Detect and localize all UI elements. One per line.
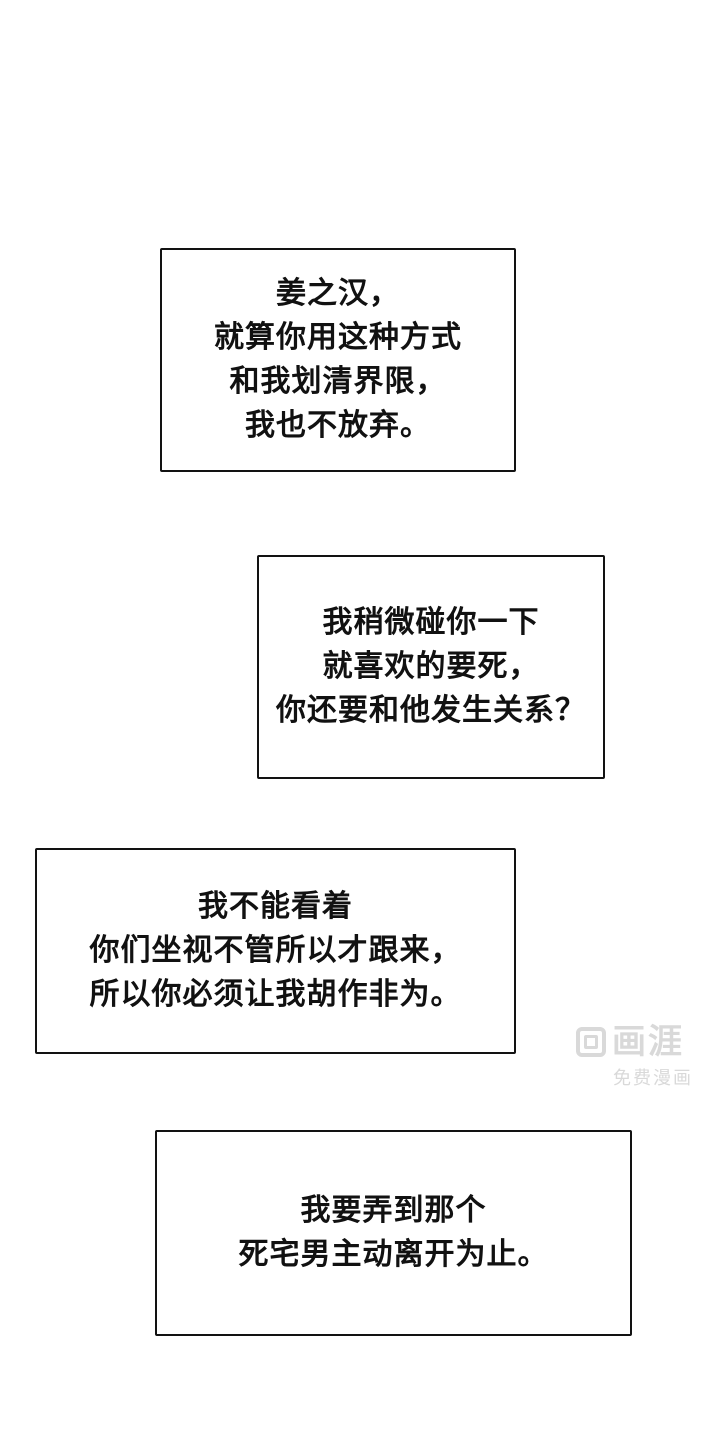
bubble-line: 所以你必须让我胡作非为。 <box>89 978 462 1011</box>
speech-bubble-text: 我不能看着 你们坐视不管所以才跟来， 所以你必须让我胡作非为。 <box>90 885 462 1017</box>
bubble-line: 我不能看着 <box>198 890 353 923</box>
speech-bubble-text: 姜之汉， 就算你用这种方式 和我划清界限， 我也不放弃。 <box>214 272 462 448</box>
watermark: 画涯 免费漫画 <box>576 1024 720 1090</box>
bubble-line: 你还要和他发生关系？ <box>276 694 586 727</box>
watermark-brand: 画涯 <box>612 1023 684 1061</box>
speech-bubble-2: 我稍微碰你一下 就喜欢的要死， 你还要和他发生关系？ <box>257 555 605 779</box>
watermark-brand-row: 画涯 <box>576 1024 720 1060</box>
bubble-line: 我也不放弃。 <box>245 409 431 442</box>
bubble-line: 姜之汉， <box>276 277 400 310</box>
bubble-line: 我稍微碰你一下 <box>322 606 540 639</box>
bubble-line: 你们坐视不管所以才跟来， <box>89 934 462 967</box>
speech-bubble-1: 姜之汉， 就算你用这种方式 和我划清界限， 我也不放弃。 <box>160 248 516 472</box>
speech-bubble-3: 我不能看着 你们坐视不管所以才跟来， 所以你必须让我胡作非为。 <box>35 848 516 1054</box>
speech-bubble-text: 我要弄到那个 死宅男主动离开为止。 <box>239 1189 549 1277</box>
bubble-line: 就算你用这种方式 <box>214 321 462 354</box>
bubble-line: 和我划清界限， <box>229 365 447 398</box>
bubble-line: 我要弄到那个 <box>300 1194 487 1227</box>
bubble-line: 死宅男主动离开为止。 <box>238 1238 549 1271</box>
speech-bubble-text: 我稍微碰你一下 就喜欢的要死， 你还要和他发生关系？ <box>276 601 586 733</box>
bubble-line: 就喜欢的要死， <box>322 650 540 683</box>
watermark-subtitle: 免费漫画 <box>613 1068 693 1088</box>
speech-bubble-4: 我要弄到那个 死宅男主动离开为止。 <box>155 1130 632 1336</box>
huaya-logo-icon <box>576 1027 606 1057</box>
